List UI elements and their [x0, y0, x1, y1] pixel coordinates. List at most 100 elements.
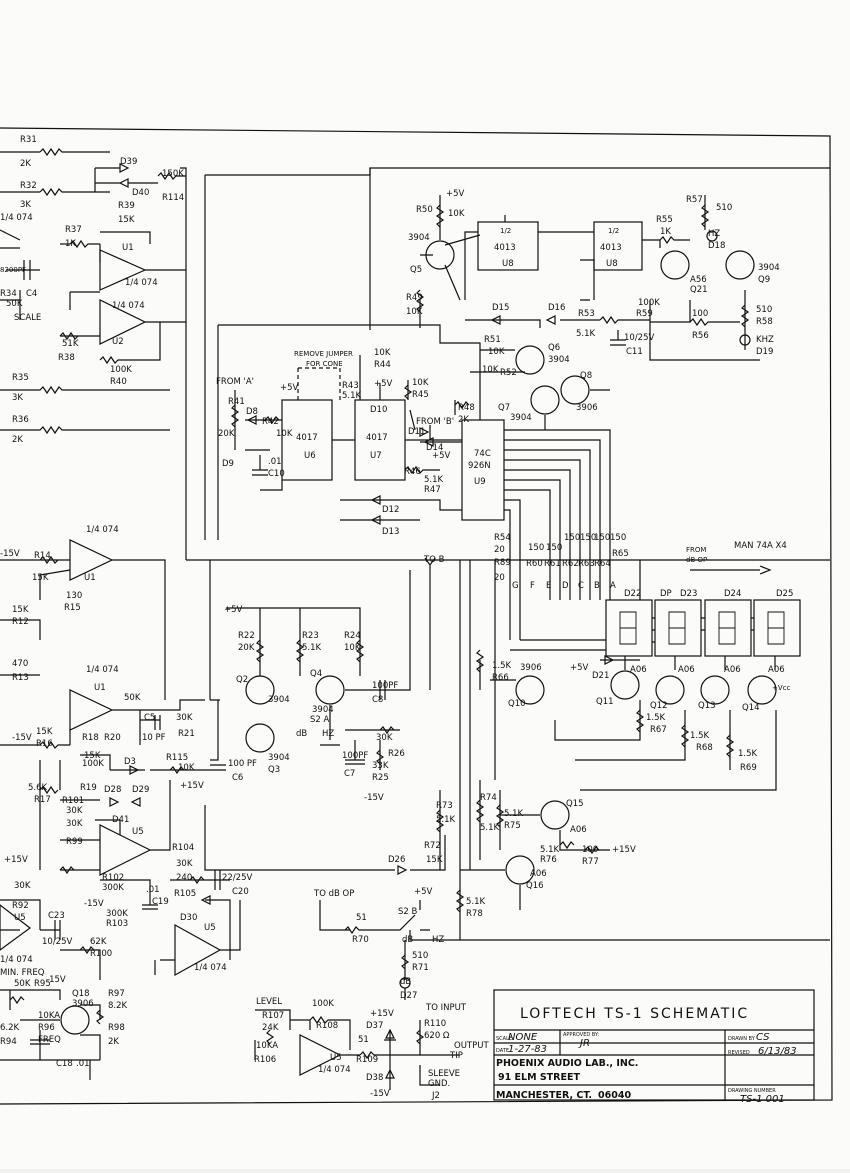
r65-value: 150 — [610, 533, 626, 543]
r31-label: R31 — [20, 135, 37, 145]
r115-value: 10K — [178, 763, 195, 773]
d41-label: D41 — [112, 815, 129, 825]
khz-label: KHZ — [756, 335, 774, 345]
r44-value: 10K — [374, 348, 391, 358]
r89-label: R89 — [494, 558, 511, 568]
s2b-label: S2 B — [398, 907, 418, 917]
r37-label: R37 — [65, 225, 82, 235]
q9-label: Q9 — [758, 275, 770, 285]
s2a-hz: HZ — [322, 729, 334, 739]
c18-label: C18 — [56, 1059, 73, 1069]
c20-value: 22/25V — [222, 873, 252, 883]
p5v-u6: +5V — [280, 383, 299, 393]
r109-label: R109 — [356, 1055, 378, 1065]
u6-label: U6 — [304, 451, 316, 461]
r110-label: R110 — [424, 1019, 446, 1029]
r55-value: 1K — [660, 227, 671, 237]
r47-label: R47 — [424, 485, 441, 495]
r68-value: 1.5K — [690, 731, 710, 741]
r75-value: 5.1K — [504, 809, 524, 819]
r69-label: R69 — [740, 763, 757, 773]
r46-label: R46 — [404, 467, 421, 477]
detector-section — [0, 539, 436, 775]
r55-label: R55 — [656, 215, 673, 225]
r41-label: R41 — [228, 397, 245, 407]
r68-label: R68 — [696, 743, 713, 753]
r20-label: R20 — [104, 733, 121, 743]
from-db-label-2: dB OP — [686, 556, 707, 564]
q6-type: 3904 — [548, 355, 570, 365]
r38-value: 51K — [62, 339, 79, 349]
u6-type: 4017 — [296, 433, 318, 443]
seg-b: B — [594, 581, 600, 591]
r96-value: 10KA — [38, 1011, 60, 1021]
q12-type: A06 — [678, 665, 695, 675]
r35-label: R35 — [12, 373, 29, 383]
m15v-r25: -15V — [364, 793, 384, 803]
from-a-label: FROM 'A' — [216, 377, 254, 387]
p5v-d21: +5V — [570, 663, 589, 673]
r108-label: R108 — [316, 1021, 338, 1031]
r106-label: R106 — [254, 1055, 276, 1065]
d18-label: D18 — [708, 241, 725, 251]
u8-type-b: 4013 — [600, 243, 622, 253]
r114-value: 150K — [162, 169, 184, 179]
r18-label: R18 — [82, 733, 99, 743]
drawing-number-label: DRAWING NUMBER — [728, 1088, 776, 1094]
r45-label: R45 — [412, 390, 429, 400]
r17-label: R17 — [34, 795, 51, 805]
r101-value: 30K — [66, 806, 83, 816]
q13-label: Q13 — [698, 701, 716, 711]
u5-c-type: 1/4 074 — [0, 955, 33, 965]
r69-value: 1.5K — [738, 749, 758, 759]
scale-field-label: SCALE — [496, 1036, 512, 1042]
r107-value: 24K — [262, 1023, 279, 1033]
r66-label: R66 — [492, 673, 509, 683]
freq-label: FREQ — [38, 1035, 61, 1045]
r95-value: 50K — [14, 979, 31, 989]
u1-c-type: 1/4 074 — [86, 525, 119, 535]
tip-label: TIP — [449, 1051, 463, 1061]
u1-c-label: U1 — [84, 573, 96, 583]
r47-value: 5.1K — [424, 475, 444, 485]
c6-value: 100 PF — [228, 759, 257, 769]
date-field-label: DATE — [496, 1048, 509, 1054]
r19-value: 100K — [82, 759, 104, 769]
r103-value: 300K — [106, 909, 128, 919]
r57-label: R57 — [686, 195, 703, 205]
r40-label: R40 — [110, 377, 127, 387]
r12-value: 15K — [12, 605, 29, 615]
r43-label: R43 — [342, 381, 359, 391]
r108-value: 100K — [312, 999, 334, 1009]
r100-label: R100 — [90, 949, 112, 959]
company-street: 91 ELM STREET — [498, 1072, 580, 1083]
d26-label: D26 — [388, 855, 405, 865]
u9-type-1: 74C — [474, 449, 491, 459]
r56-value: 100 — [692, 309, 708, 319]
r32-value: 3K — [20, 200, 31, 210]
component-labels: R31 2K R32 3K D39 D40 R114 150K R37 1K R… — [0, 135, 793, 1101]
approved-field-label: APPROVED BY: — [563, 1032, 599, 1038]
r57-value: 510 — [716, 203, 732, 213]
d40-label: D40 — [132, 188, 149, 198]
r71-value: 510 — [412, 951, 428, 961]
r21-value: 30K — [176, 713, 193, 723]
r14-value: 15K — [32, 573, 49, 583]
date-field-value: 1-27-83 — [508, 1044, 547, 1055]
r58-label: R58 — [756, 317, 773, 327]
u1-d-label: U1 — [94, 683, 106, 693]
revised-field-value: 6/13/83 — [758, 1046, 797, 1057]
counter-section — [217, 324, 611, 640]
r39-label: R39 — [118, 201, 135, 211]
r25-label: R25 — [372, 773, 389, 783]
d3-label: D3 — [124, 757, 136, 767]
r54-label: R54 — [494, 533, 511, 543]
r106-value: 10KA — [256, 1041, 278, 1051]
c18-value: .01 — [76, 1059, 90, 1069]
r102-label: R102 — [102, 873, 124, 883]
p5v-label: +5V — [446, 189, 465, 199]
u8-label-a: U8 — [502, 259, 514, 269]
q11-label: Q11 — [596, 697, 614, 707]
q7-label: Q7 — [498, 403, 510, 413]
